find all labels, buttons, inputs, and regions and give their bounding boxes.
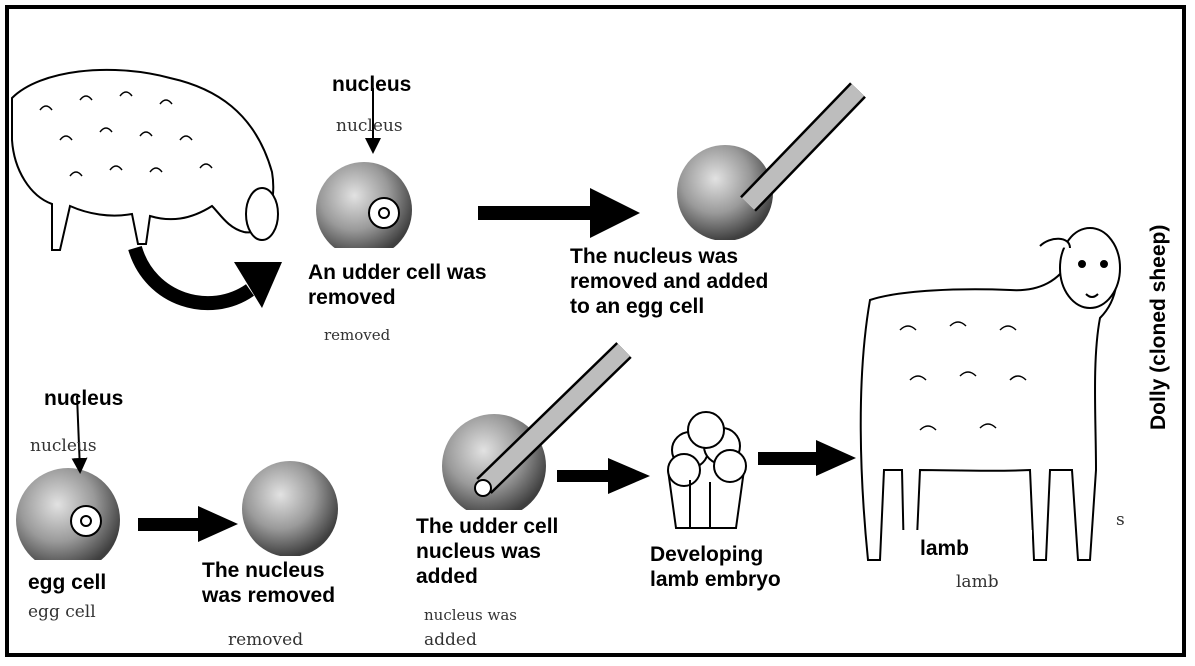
faint-label-removed-top: removed <box>324 326 390 344</box>
label-line: added <box>416 564 558 589</box>
label-dolly: Dolly (cloned sheep) <box>1147 225 1171 430</box>
label-line: nucleus was <box>416 539 558 564</box>
label-nucleus-top: nucleus <box>332 72 411 97</box>
label-line: lamb embryo <box>650 567 781 592</box>
label-lamb: lamb <box>920 536 969 561</box>
label-nucleus-bottom: nucleus <box>44 386 123 411</box>
label-line: An udder cell was <box>308 260 487 285</box>
faint-label-egg-cell: egg cell <box>28 602 96 622</box>
egg-cell-bottom <box>16 468 120 572</box>
curved-arrow <box>135 248 250 303</box>
label-line: to an egg cell <box>570 294 768 319</box>
label-embryo: Developing lamb embryo <box>650 542 781 592</box>
faint-label-lamb: lamb <box>956 572 999 592</box>
faint-label-nucleus-top: nucleus <box>336 116 403 136</box>
embryo-illustration <box>668 412 746 528</box>
faint-label-added: added <box>424 630 477 650</box>
label-line: The udder cell <box>416 514 558 539</box>
label-line: removed and added <box>570 269 768 294</box>
label-line: The nucleus <box>202 558 335 583</box>
label-nucleus-moved: The nucleus was removed and added to an … <box>570 244 768 319</box>
label-line: The nucleus was <box>570 244 768 269</box>
label-line: removed <box>308 285 487 310</box>
sheep-illustration <box>12 70 278 250</box>
label-egg-cell: egg cell <box>28 570 106 595</box>
faint-label-nucleus-bottom: nucleus <box>30 436 97 456</box>
label-nucleus-removed: The nucleus was removed <box>202 558 335 608</box>
lamb-illustration <box>861 228 1120 560</box>
faint-label-s: s <box>1116 510 1125 530</box>
label-line: Developing <box>650 542 781 567</box>
faint-label-removed-bottom: removed <box>228 630 303 650</box>
enucleated-egg <box>242 461 338 557</box>
label-line: was removed <box>202 583 335 608</box>
label-udder-cell-removed: An udder cell was removed <box>308 260 487 310</box>
label-udder-nucleus-added: The udder cell nucleus was added <box>416 514 558 589</box>
faint-label-nucleus-was: nucleus was <box>424 606 517 624</box>
